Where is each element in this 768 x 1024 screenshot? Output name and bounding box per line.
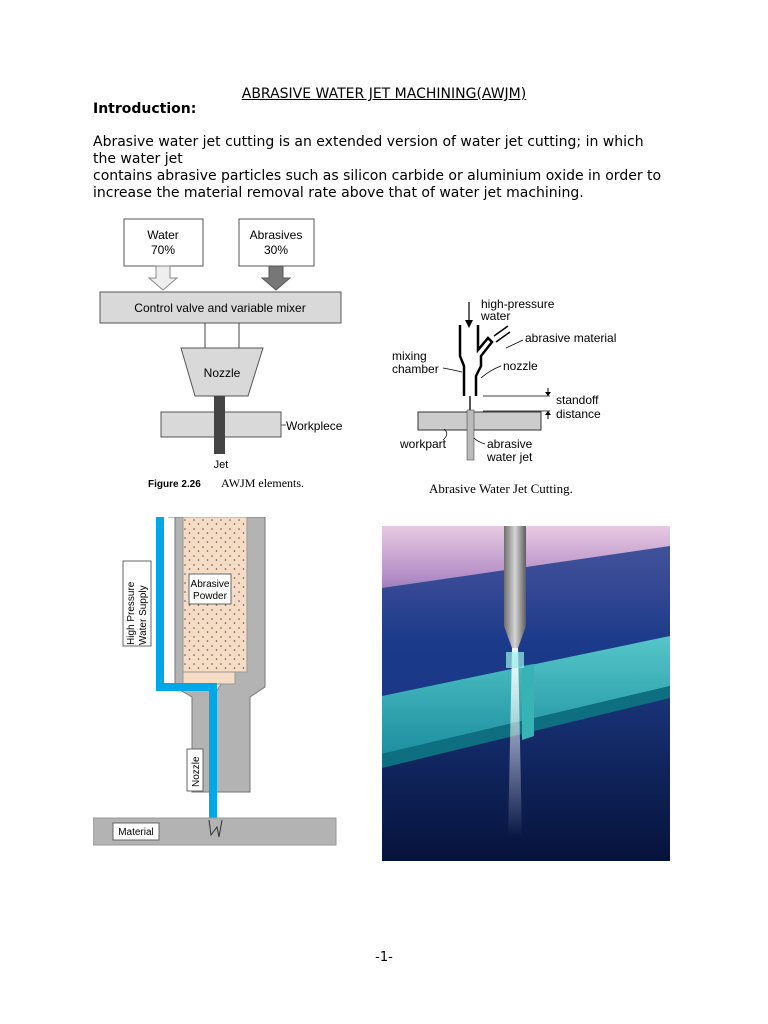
- jet-stream: [214, 396, 225, 454]
- high-pressure-label: High Pressure: [126, 581, 137, 645]
- abrasive-label: abrasive: [487, 437, 533, 451]
- abrasives-arrow: [262, 266, 290, 290]
- jet-label: Jet: [214, 459, 229, 471]
- leader-line: [481, 366, 501, 378]
- standoff-label: standoff: [556, 393, 599, 407]
- figure-caption-number: Figure 2.26: [148, 479, 201, 490]
- water-percent: 70%: [151, 243, 175, 257]
- nozzle-label: nozzle: [503, 359, 538, 373]
- leader-line: [474, 438, 485, 444]
- powder-label: Powder: [193, 591, 228, 602]
- intro-paragraph: Abrasive water jet cutting is an extende…: [93, 134, 693, 202]
- leader-line: [506, 340, 523, 348]
- arrowhead: [545, 392, 551, 396]
- figure-caption: Abrasive Water Jet Cutting.: [429, 481, 573, 496]
- abrasives-percent: 30%: [264, 243, 288, 257]
- intro-heading: Introduction:: [93, 101, 196, 117]
- water-arrow: [149, 266, 177, 290]
- workpiece-label: Workplece: [286, 419, 343, 433]
- abrasive-jet-stream: [467, 410, 474, 460]
- chamber-label: chamber: [392, 362, 439, 376]
- workpart-block: [418, 412, 541, 430]
- figure-caption-text: AWJM elements.: [221, 476, 304, 490]
- mixer-label: Control valve and variable mixer: [134, 301, 305, 315]
- paragraph-line: the water jet: [93, 151, 693, 168]
- water-label: water: [480, 309, 510, 323]
- arrowhead: [465, 320, 473, 328]
- paragraph-line: Abrasive water jet cutting is an extende…: [93, 134, 693, 151]
- mixing-chamber-outline: [460, 325, 492, 396]
- water-supply-label: Water Supply: [138, 585, 149, 645]
- page-number: -1-: [0, 950, 768, 965]
- mixing-label: mixing: [392, 349, 427, 363]
- nozzle-label: Nozzle: [204, 366, 241, 380]
- paragraph-line: contains abrasive particles such as sili…: [93, 168, 693, 185]
- cut-kerf: [522, 664, 534, 740]
- abrasive-jet-cutting-diagram: high-pressure water abrasive material mi…: [388, 292, 638, 502]
- document-title: ABRASIVE WATER JET MACHINING(AWJM): [0, 86, 768, 102]
- water-label: Water: [147, 228, 179, 242]
- abrasive-label: Abrasive: [191, 579, 230, 590]
- waterjet-photo: [382, 526, 670, 861]
- water-jet-label: water jet: [486, 450, 533, 464]
- nozzle-tube: [504, 526, 526, 626]
- paragraph-line: increase the material removal rate above…: [93, 185, 693, 202]
- workpart-label: workpart: [399, 437, 447, 451]
- arrowhead: [545, 411, 551, 415]
- splash-highlight: [506, 652, 524, 668]
- distance-label: distance: [556, 407, 601, 421]
- abrasives-label: Abrasives: [250, 228, 303, 242]
- leader-line: [443, 368, 462, 372]
- nozzle-label: Nozzle: [191, 756, 202, 787]
- abrasive-material-label: abrasive material: [525, 331, 616, 345]
- powder-feed-channel: [183, 672, 235, 684]
- material-label: Material: [118, 827, 154, 838]
- nozzle-cross-section-diagram: Abrasive Powder High Pressure Water Supp…: [93, 517, 338, 847]
- awjm-elements-diagram: Water 70% Abrasives 30% Control valve an…: [95, 212, 355, 497]
